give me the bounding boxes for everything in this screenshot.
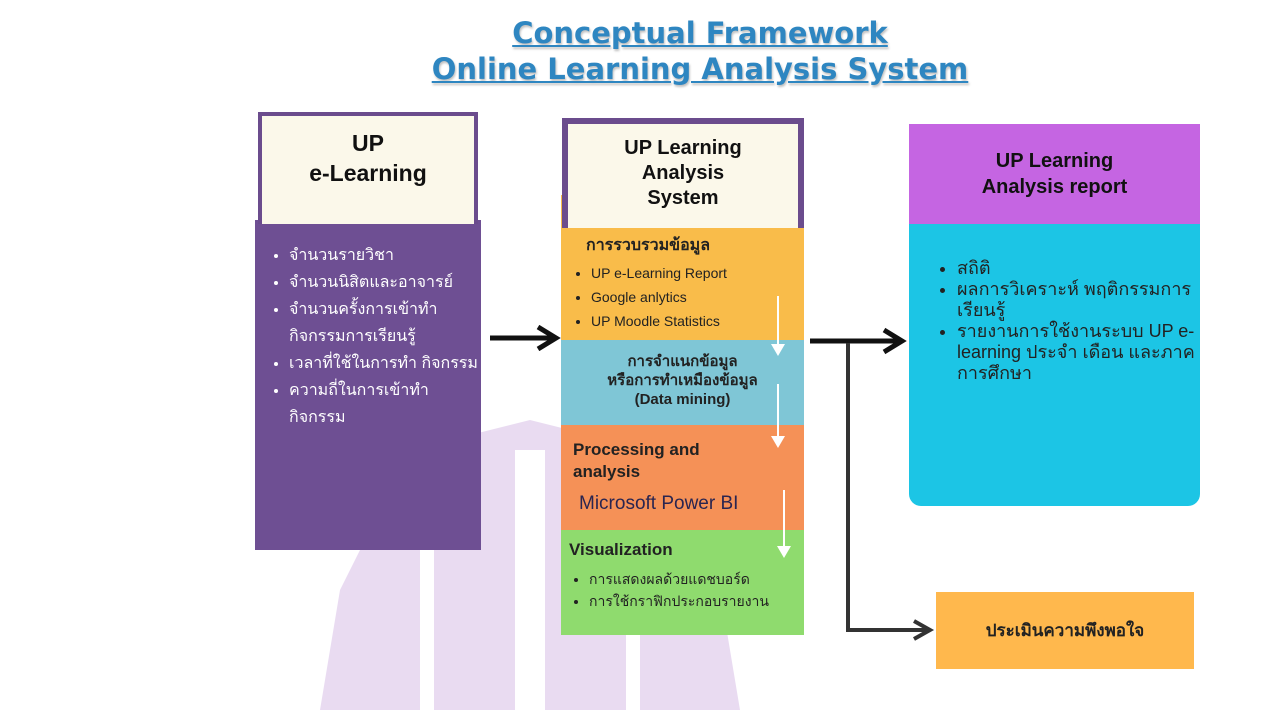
title-line-2: Online Learning Analysis System [431,52,969,86]
list-item: UP Moodle Statistics [591,309,727,333]
list-item: ความถี่ในการเข้าทำ กิจกรรม [289,377,481,431]
flow-connector [810,327,935,641]
data-mining-title-line1: การจำแนกข้อมูล [627,353,738,370]
list-item: เวลาที่ใช้ในการทำ กิจกรรม [289,350,481,377]
processing-title: Processing and analysis [573,439,700,483]
data-mining-title-line3: (Data mining) [634,391,731,408]
report-heading-line1: UP Learning [995,150,1114,172]
title-line-1: Conceptual Framework [512,16,888,50]
list-item: จำนวนครั้งการเข้าทำ กิจกรรมการเรียนรู้ [289,296,481,350]
list-item: การแสดงผลด้วยแดชบอร์ด [589,568,769,590]
las-heading-line2: Analysis [641,162,725,184]
arrow-right-icon [490,325,561,351]
down-arrow-icon [771,384,785,448]
satisfaction-label: ประเมินความพึงพอใจ [985,621,1145,640]
processing-section: Processing and analysis Microsoft Power … [561,425,804,530]
analysis-report-heading-box: UP Learning Analysis report [909,124,1200,226]
up-elearning-heading-line1: UP [352,130,384,156]
list-item: UP e-Learning Report [591,261,727,285]
list-item: การใช้กราฟิกประกอบรายงาน [589,590,769,612]
up-elearning-panel: จำนวนรายวิชา จำนวนนิสิตและอาจารย์ จำนวนค… [255,220,481,550]
las-heading-line3: System [647,187,719,209]
list-item: Google anlytics [591,285,727,309]
learning-analysis-system-heading-box: UP Learning Analysis System [562,118,804,228]
las-heading-line1: UP Learning [624,137,742,159]
visualization-section: Visualization การแสดงผลด้วยแดชบอร์ด การใ… [561,530,804,635]
list-item: จำนวนรายวิชา [289,242,481,269]
power-bi-label: Microsoft Power BI [579,493,739,514]
satisfaction-assessment-box: ประเมินความพึงพอใจ [936,592,1194,669]
report-heading-line2: Analysis report [981,176,1128,198]
down-arrow-icon [777,490,791,558]
up-elearning-heading-box: UP e-Learning [258,112,478,224]
list-item: จำนวนนิสิตและอาจารย์ [289,269,481,296]
data-collection-title: การรวบรวมข้อมูล [586,237,711,254]
list-item: ผลการวิเคราะห์ พฤติกรรมการเรียนรู้ [957,279,1200,321]
data-mining-title-line2: หรือการทำเหมืองข้อมูล [607,372,758,389]
analysis-report-panel: สถิติ ผลการวิเคราะห์ พฤติกรรมการเรียนรู้… [909,224,1200,506]
data-mining-title: การจำแนกข้อมูล หรือการทำเหมืองข้อมูล (Da… [561,352,804,409]
visualization-title: Visualization [569,540,673,559]
down-arrow-icon [771,296,785,356]
list-item: รายงานการใช้งานระบบ UP e-learning ประจำ … [957,321,1200,384]
list-item: สถิติ [957,258,1200,279]
data-mining-section: การจำแนกข้อมูล หรือการทำเหมืองข้อมูล (Da… [561,340,804,425]
processing-title-line1: Processing and [573,440,700,459]
up-elearning-heading-line2: e-Learning [309,160,427,186]
processing-title-line2: analysis [573,462,641,481]
